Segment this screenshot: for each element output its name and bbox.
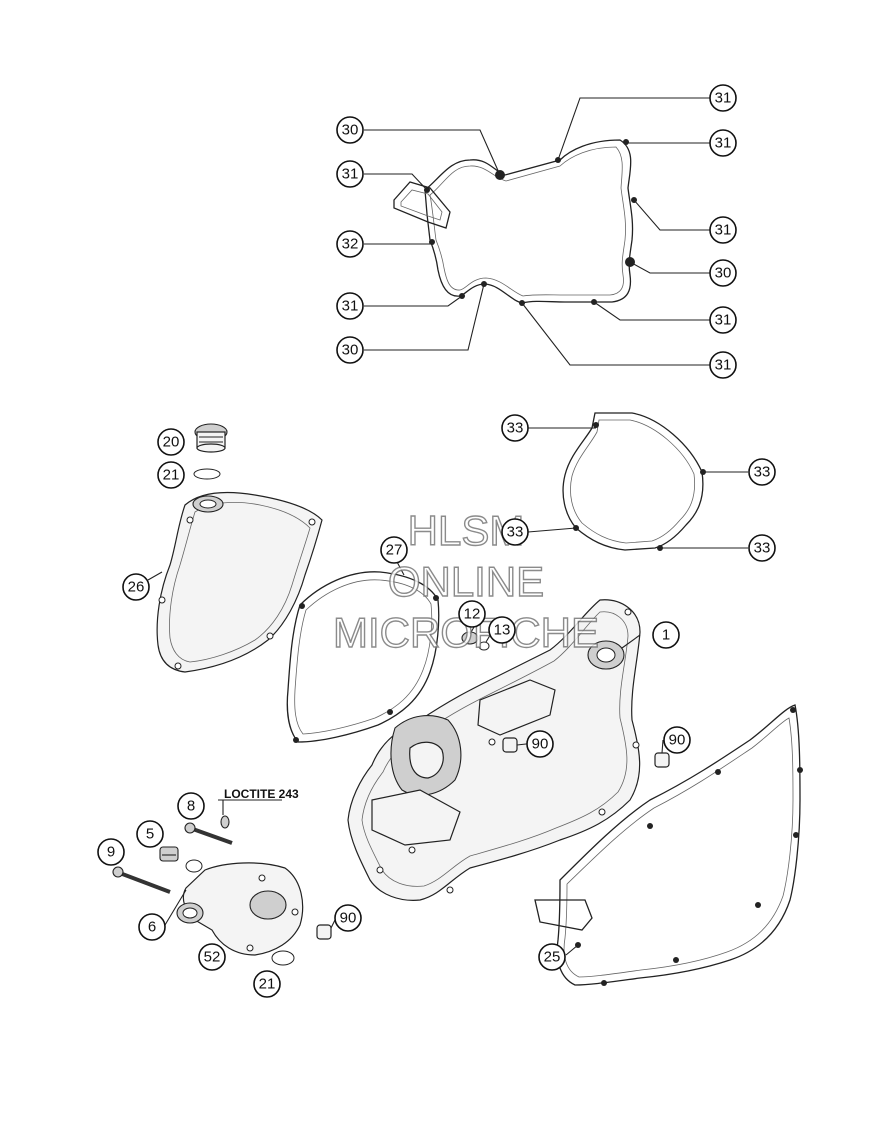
callout-5: 5 bbox=[136, 820, 164, 848]
callout-label: 26 bbox=[128, 579, 145, 596]
watermark-line-1: HLSM bbox=[408, 507, 525, 554]
callout-label: 31 bbox=[715, 135, 732, 152]
callout-label: 27 bbox=[386, 542, 403, 559]
callout-33-d: 33 bbox=[748, 534, 776, 562]
callout-1: 1 bbox=[652, 621, 680, 649]
callout-90-right: 90 bbox=[663, 726, 691, 754]
loctite-note: LOCTITE 243 bbox=[224, 787, 299, 801]
callout-label: 12 bbox=[464, 606, 481, 623]
callout-label: 5 bbox=[146, 826, 154, 843]
loctite-drop bbox=[220, 815, 230, 829]
callout-label: 33 bbox=[507, 420, 524, 437]
callout-30-c: 30 bbox=[336, 336, 364, 364]
callout-25: 25 bbox=[538, 943, 566, 971]
callout-label: 21 bbox=[259, 976, 276, 993]
callout-label: 33 bbox=[754, 464, 771, 481]
callout-31-f: 31 bbox=[709, 306, 737, 334]
callout-13: 13 bbox=[488, 616, 516, 644]
callout-label: 32 bbox=[342, 236, 359, 253]
crankcase-cover-1 bbox=[347, 599, 641, 901]
o-ring-21-top bbox=[193, 468, 221, 480]
top-gasket bbox=[393, 139, 637, 306]
callout-label: 6 bbox=[148, 919, 156, 936]
o-ring-21-bottom bbox=[271, 950, 295, 966]
callout-31-a: 31 bbox=[709, 84, 737, 112]
callout-label: 31 bbox=[715, 357, 732, 374]
callout-label: 90 bbox=[532, 736, 549, 753]
callout-8: 8 bbox=[177, 792, 205, 820]
callout-31-g: 31 bbox=[709, 351, 737, 379]
oil-filler-plug-20 bbox=[194, 423, 228, 453]
plug-5 bbox=[159, 846, 179, 862]
callout-label: 31 bbox=[342, 166, 359, 183]
callout-90-lower: 90 bbox=[334, 904, 362, 932]
callout-26: 26 bbox=[122, 573, 150, 601]
callout-label: 90 bbox=[669, 732, 686, 749]
callout-label: 30 bbox=[715, 265, 732, 282]
callout-33-a: 33 bbox=[501, 414, 529, 442]
callout-6: 6 bbox=[138, 913, 166, 941]
callout-label: 31 bbox=[715, 90, 732, 107]
callout-21-bottom: 21 bbox=[253, 970, 281, 998]
plug-12-washer-13 bbox=[461, 631, 490, 651]
callout-label: 21 bbox=[163, 467, 180, 484]
callout-label: 30 bbox=[342, 342, 359, 359]
callout-label: 31 bbox=[715, 222, 732, 239]
callout-label: 20 bbox=[163, 434, 180, 451]
callout-31-c: 31 bbox=[336, 160, 364, 188]
callout-label: 52 bbox=[204, 949, 221, 966]
callout-20: 20 bbox=[157, 428, 185, 456]
callout-label: 30 bbox=[342, 122, 359, 139]
callout-33-c: 33 bbox=[501, 518, 529, 546]
callout-27: 27 bbox=[380, 536, 408, 564]
water-pump-cover-52 bbox=[176, 862, 304, 956]
callout-label: 25 bbox=[544, 949, 561, 966]
callout-31-e: 31 bbox=[336, 292, 364, 320]
callout-label: 90 bbox=[340, 910, 357, 927]
washer-6 bbox=[185, 859, 203, 873]
callout-21-top: 21 bbox=[157, 461, 185, 489]
dowel-sleeve-90-lower bbox=[316, 924, 332, 940]
callout-label: 33 bbox=[507, 524, 524, 541]
callout-label: 31 bbox=[715, 312, 732, 329]
screw-8 bbox=[184, 822, 233, 845]
dowel-sleeve-90-center bbox=[502, 737, 518, 753]
callout-33-b: 33 bbox=[748, 458, 776, 486]
callout-31-b: 31 bbox=[709, 129, 737, 157]
bolt-9 bbox=[112, 866, 171, 894]
callout-label: 33 bbox=[754, 540, 771, 557]
outer-clutch-cover-26 bbox=[156, 491, 323, 673]
dowel-sleeve-90-right bbox=[654, 752, 670, 768]
callout-label: 9 bbox=[107, 844, 115, 861]
clutch-cover-gasket-33 bbox=[562, 412, 706, 551]
callout-label: 1 bbox=[662, 627, 670, 644]
callout-label: 13 bbox=[494, 622, 511, 639]
callout-90-center: 90 bbox=[526, 730, 554, 758]
watermark-line-2: ONLINE bbox=[388, 558, 544, 605]
callout-label: 8 bbox=[187, 798, 195, 815]
callout-12: 12 bbox=[458, 600, 486, 628]
callout-9: 9 bbox=[97, 838, 125, 866]
callout-32: 32 bbox=[336, 230, 364, 258]
callout-30-b: 30 bbox=[709, 259, 737, 287]
gasket-27 bbox=[286, 571, 440, 743]
watermark: HLSM ONLINE MICROFICHE bbox=[332, 506, 599, 656]
callout-52: 52 bbox=[198, 943, 226, 971]
leader-lines bbox=[147, 97, 748, 956]
callout-31-d: 31 bbox=[709, 216, 737, 244]
callout-label: 31 bbox=[342, 298, 359, 315]
callout-30-a: 30 bbox=[336, 116, 364, 144]
